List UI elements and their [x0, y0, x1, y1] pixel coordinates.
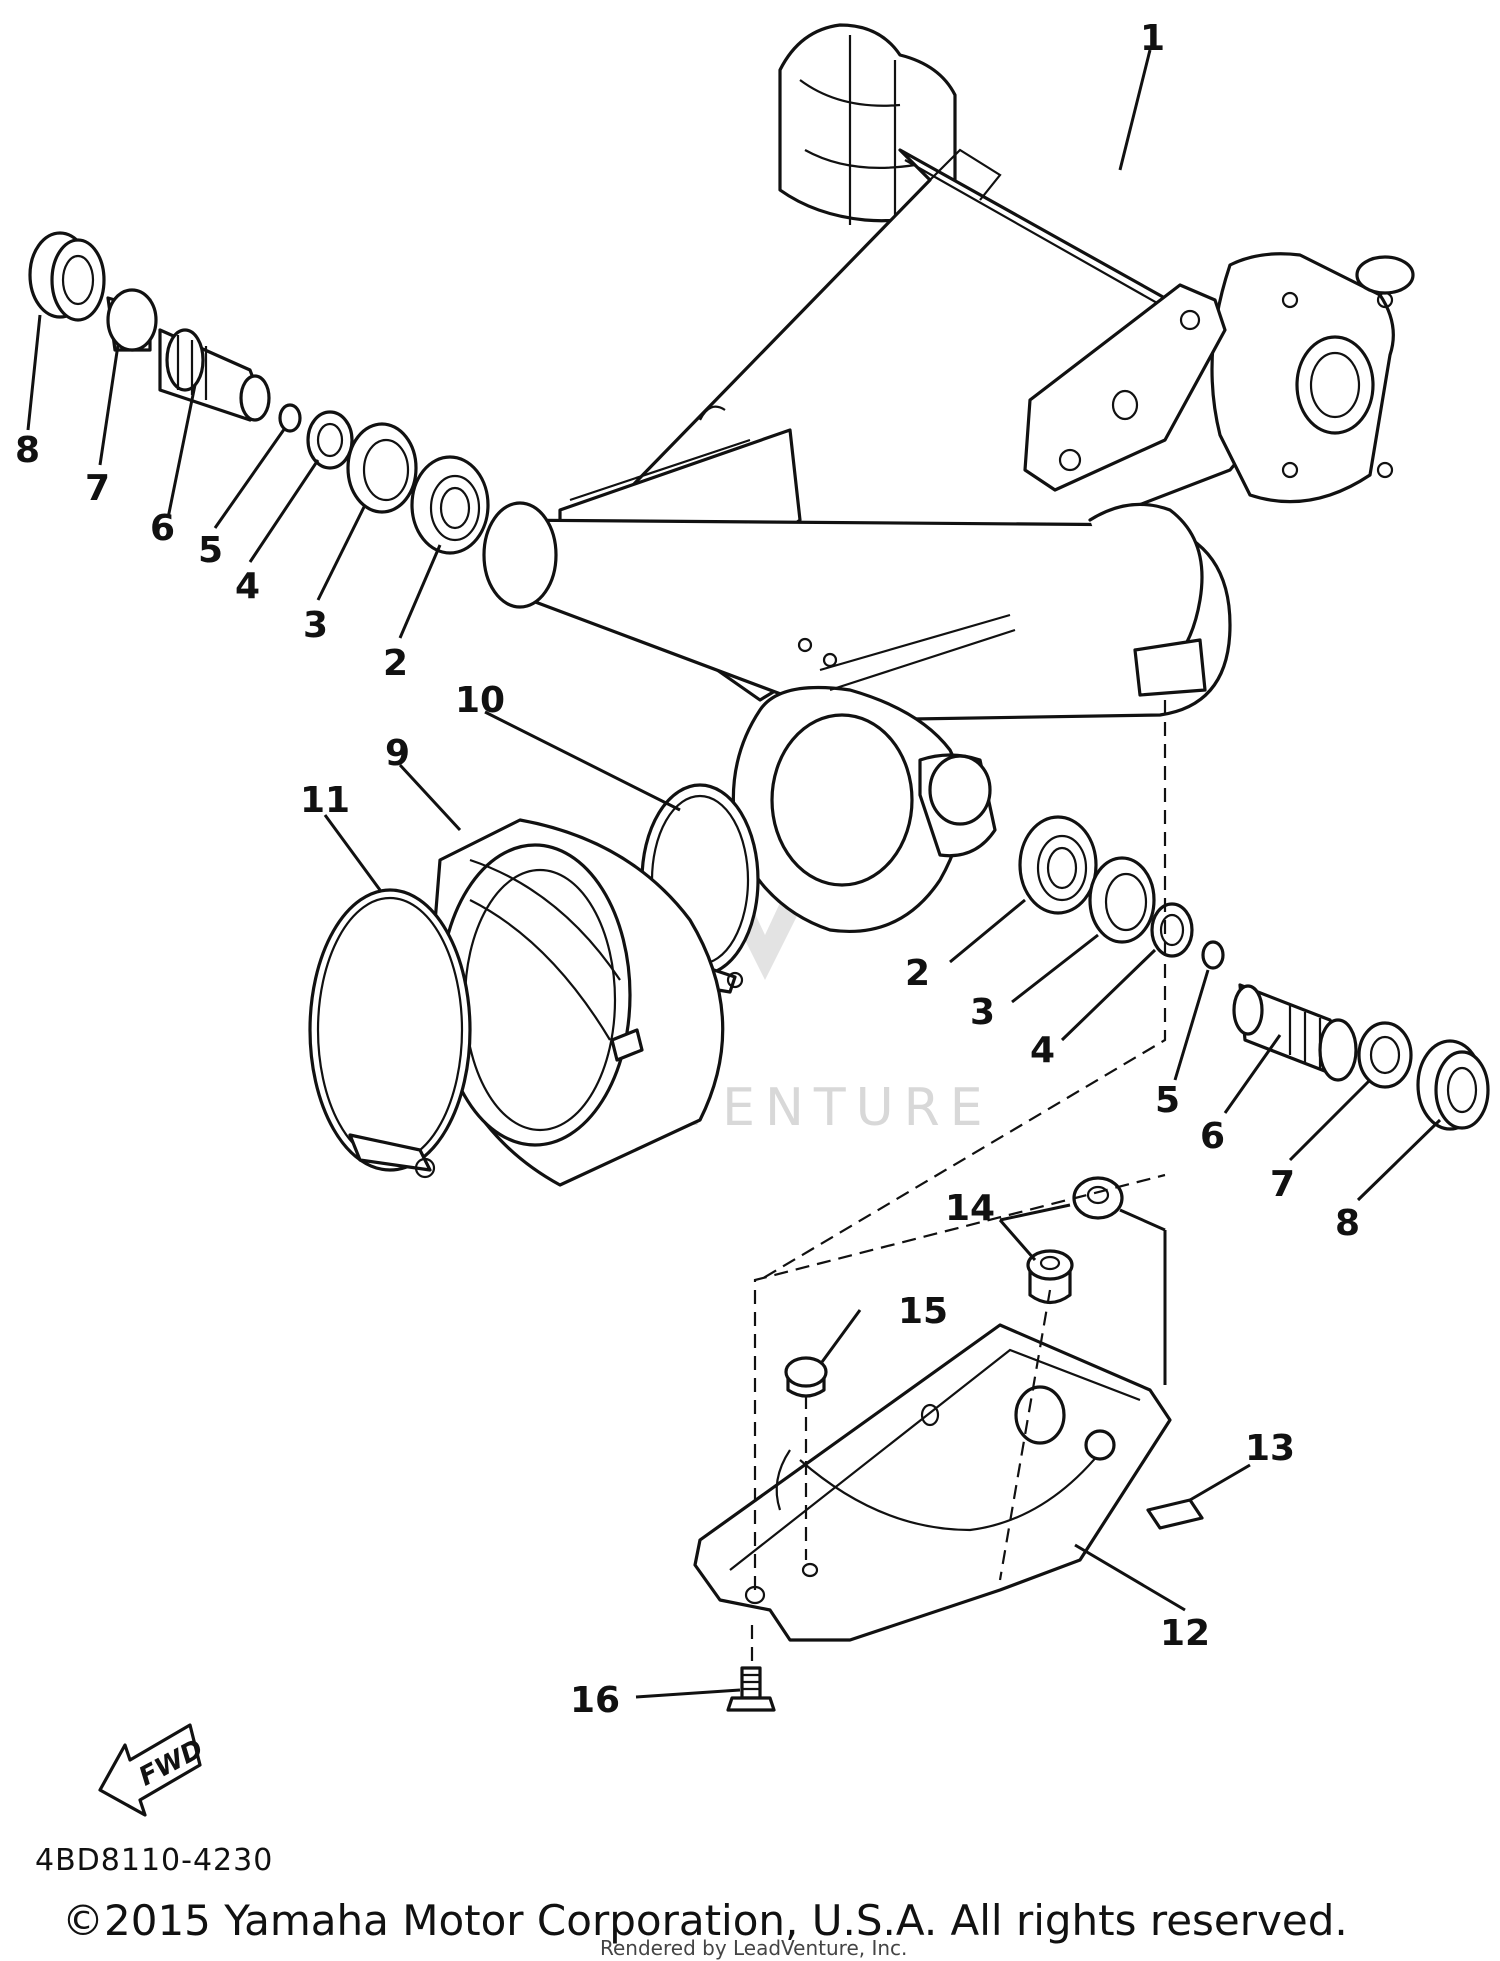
callout-13: 13	[1245, 1428, 1295, 1469]
callout-9: 9	[385, 733, 410, 774]
callout-10: 10	[455, 680, 505, 721]
callout-12: 12	[1160, 1613, 1210, 1654]
band-11	[308, 888, 472, 1179]
oring-right	[1201, 940, 1225, 970]
collar-left	[306, 410, 354, 470]
callout-3-left: 3	[303, 605, 328, 646]
callout-5-right: 5	[1155, 1080, 1180, 1121]
callout-11: 11	[300, 780, 350, 821]
oring-left	[278, 403, 302, 433]
callout-14: 14	[945, 1188, 995, 1229]
callout-8-right: 8	[1335, 1203, 1360, 1244]
bearing-left	[410, 455, 490, 555]
seal-left	[346, 422, 418, 514]
callout-16: 16	[570, 1680, 620, 1721]
damper-14	[1026, 1176, 1124, 1305]
boot-9	[428, 818, 725, 1187]
part-code: 4BD8110-4230	[35, 1843, 273, 1878]
callout-7-right: 7	[1270, 1164, 1295, 1205]
swingarm-drawing	[482, 23, 1415, 933]
callout-2-right: 2	[905, 953, 930, 994]
seal-right	[1088, 856, 1156, 944]
fwd-arrow: FWD	[98, 1723, 208, 1817]
callout-8-left: 8	[15, 430, 40, 471]
callout-2-left: 2	[383, 643, 408, 684]
callout-3-right: 3	[970, 992, 995, 1033]
rendered-by: Rendered by LeadVenture, Inc.	[600, 1936, 907, 1960]
pad-13	[1146, 1498, 1204, 1530]
pivot-cap-left	[28, 231, 106, 322]
leader-lines	[26, 49, 1442, 1699]
bearing-right	[1018, 815, 1098, 915]
pivot-shaft-right	[1232, 983, 1358, 1082]
collar-right	[1150, 902, 1194, 958]
callouts: 1 8 7 6 5 4 3 2 10 9 11 2 3 4 5 6 7 8 14…	[15, 18, 1360, 1721]
guard-12	[693, 1323, 1172, 1642]
copyright-notice: ©2015 Yamaha Motor Corporation, U.S.A. A…	[62, 1896, 1348, 1945]
bolt-16	[726, 1666, 776, 1712]
callout-1: 1	[1140, 18, 1165, 59]
pivot-shaft-left	[158, 328, 271, 422]
callout-6-right: 6	[1200, 1116, 1225, 1157]
grommet-15	[784, 1356, 828, 1398]
pivot-nut-left	[106, 288, 158, 352]
callout-4-right: 4	[1030, 1030, 1055, 1071]
pivot-nut-right	[1357, 1021, 1413, 1089]
callout-6-left: 6	[150, 508, 175, 549]
pivot-cap-right	[1416, 1039, 1490, 1131]
callout-7-left: 7	[85, 468, 110, 509]
callout-15: 15	[898, 1291, 948, 1332]
callout-4-left: 4	[235, 566, 260, 607]
callout-5-left: 5	[198, 530, 223, 571]
